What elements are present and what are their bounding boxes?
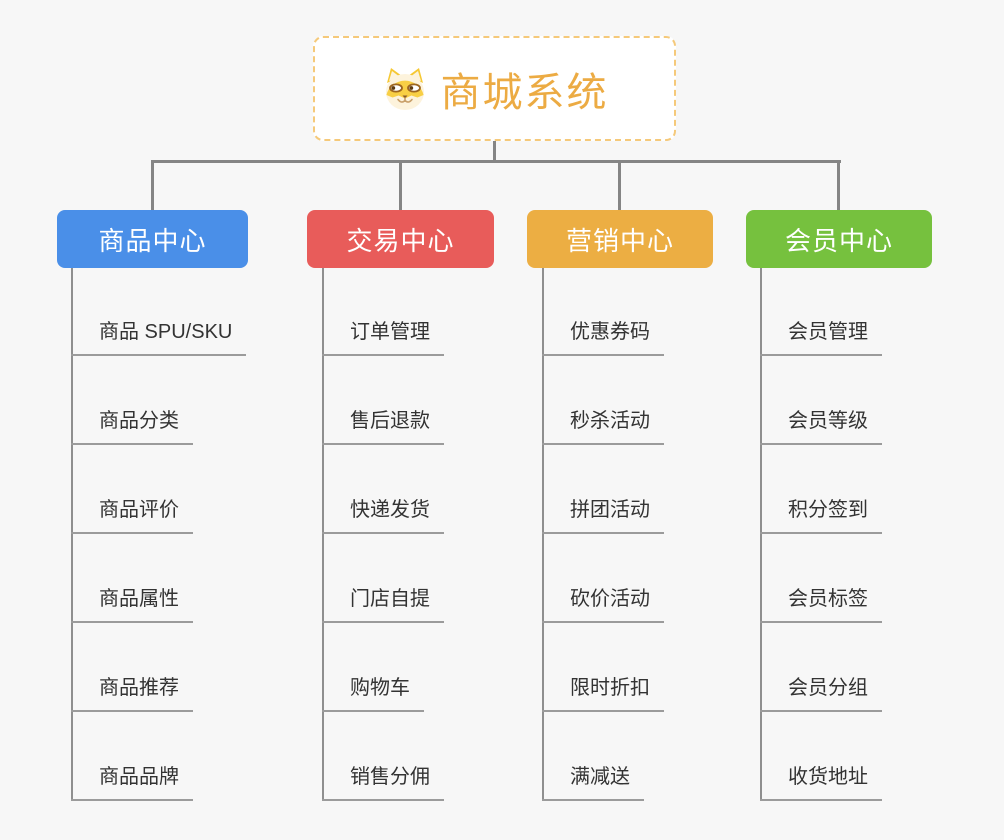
leaf-topic[interactable]: 商品品牌 — [71, 761, 193, 801]
shiba-dog-icon — [385, 67, 424, 110]
leaf-topic[interactable]: 满减送 — [542, 761, 644, 801]
leaf-topic[interactable]: 购物车 — [322, 672, 424, 712]
leaf-topic[interactable]: 订单管理 — [322, 316, 444, 356]
leaf-topic[interactable]: 商品评价 — [71, 494, 193, 534]
root-node[interactable]: 商城系统 — [313, 36, 676, 141]
connector-drop-4 — [837, 160, 840, 210]
leaf-topic[interactable]: 会员分组 — [760, 672, 882, 712]
branch-trunk-2 — [322, 268, 324, 801]
leaf-topic[interactable]: 销售分佣 — [322, 761, 444, 801]
branch-header-members[interactable]: 会员中心 — [746, 210, 932, 268]
branch-header-products[interactable]: 商品中心 — [57, 210, 248, 268]
connector-drop-2 — [399, 160, 402, 210]
leaf-topic[interactable]: 收货地址 — [760, 761, 882, 801]
branch-trunk-4 — [760, 268, 762, 801]
connector-root-stub — [493, 141, 496, 163]
leaf-topic[interactable]: 限时折扣 — [542, 672, 664, 712]
leaf-topic[interactable]: 会员管理 — [760, 316, 882, 356]
leaf-topic[interactable]: 门店自提 — [322, 583, 444, 623]
leaf-topic[interactable]: 商品推荐 — [71, 672, 193, 712]
leaf-topic[interactable]: 会员等级 — [760, 405, 882, 445]
connector-horizontal — [151, 160, 841, 163]
branch-header-marketing[interactable]: 营销中心 — [527, 210, 713, 268]
branch-trunk-1 — [71, 268, 73, 801]
branch-trunk-3 — [542, 268, 544, 801]
root-title: 商城系统 — [440, 70, 609, 115]
leaf-topic[interactable]: 秒杀活动 — [542, 405, 664, 445]
branch-header-trade[interactable]: 交易中心 — [307, 210, 494, 268]
connector-drop-1 — [151, 160, 154, 210]
leaf-topic[interactable]: 售后退款 — [322, 405, 444, 445]
leaf-topic[interactable]: 快递发货 — [322, 494, 444, 534]
connector-drop-3 — [618, 160, 621, 210]
leaf-topic[interactable]: 商品属性 — [71, 583, 193, 623]
leaf-topic[interactable]: 商品分类 — [71, 405, 193, 445]
leaf-topic[interactable]: 拼团活动 — [542, 494, 664, 534]
leaf-topic[interactable]: 商品 SPU/SKU — [71, 316, 247, 356]
leaf-topic[interactable]: 会员标签 — [760, 583, 882, 623]
leaf-topic[interactable]: 砍价活动 — [542, 583, 664, 623]
leaf-topic[interactable]: 积分签到 — [760, 494, 882, 534]
leaf-topic[interactable]: 优惠券码 — [542, 316, 664, 356]
